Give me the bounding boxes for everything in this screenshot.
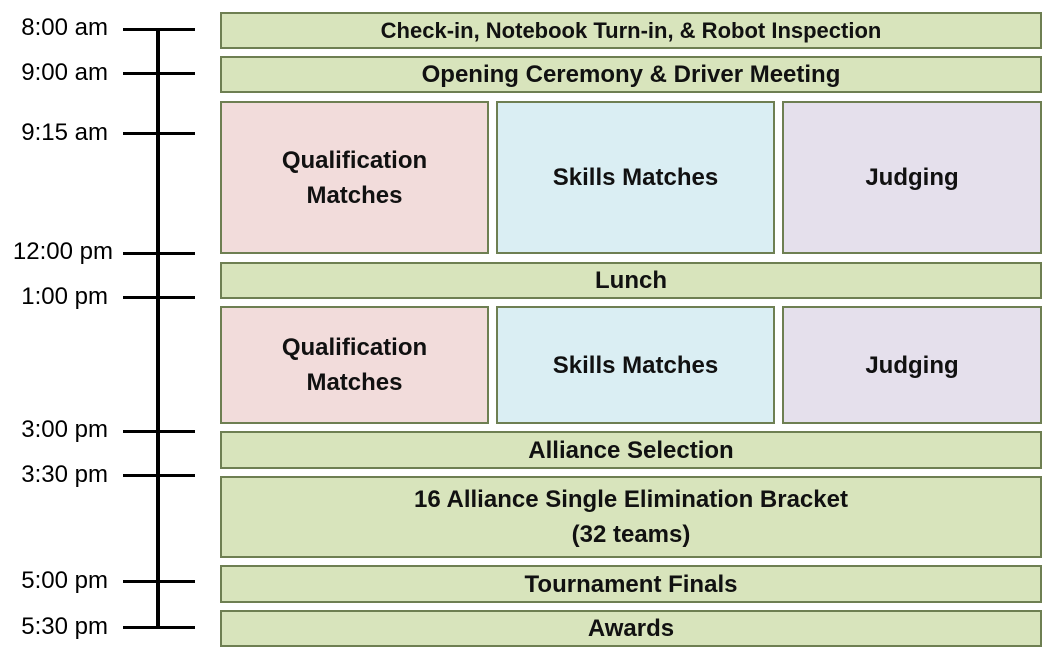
tick-1500 (123, 430, 195, 433)
block-judging-morning: Judging (782, 101, 1042, 254)
block-lunch: Lunch (220, 262, 1042, 299)
block-label: Judging (865, 351, 959, 379)
time-label: 12:00 pm (12, 238, 113, 265)
block-label: Skills Matches (552, 351, 719, 379)
block-skills-morning: Skills Matches (496, 101, 775, 254)
block-label: Qualification (281, 334, 428, 361)
time-label: 1:00 pm (21, 283, 108, 310)
block-skills-afternoon: Skills Matches (496, 306, 775, 424)
block-alliance-selection: Alliance Selection (220, 431, 1042, 469)
block-label: 16 Alliance Single Elimination Bracket (414, 486, 848, 513)
block-qualification-morning: Qualification Matches (220, 101, 489, 254)
time-label: 3:30 pm (21, 461, 108, 488)
tick-1200 (123, 252, 195, 255)
block-label: Qualification (281, 146, 428, 174)
block-tournament-finals: Tournament Finals (220, 565, 1042, 603)
block-label: Matches (306, 181, 403, 209)
time-label: 9:15 am (21, 119, 108, 146)
block-label: Judging (865, 164, 959, 191)
block-label: Alliance Selection (528, 436, 734, 464)
tick-0800 (123, 28, 195, 31)
block-label: Check-in, Notebook Turn-in, & Robot Insp… (380, 18, 882, 43)
tick-1730 (123, 626, 195, 629)
tick-1300 (123, 296, 195, 299)
time-label: 9:00 am (21, 59, 108, 86)
block-qualification-afternoon: Qualification Matches (220, 306, 489, 424)
block-elimination-bracket: 16 Alliance Single Elimination Bracket (… (220, 476, 1042, 558)
block-opening-ceremony: Opening Ceremony & Driver Meeting (220, 56, 1042, 93)
block-checkin: Check-in, Notebook Turn-in, & Robot Insp… (220, 12, 1042, 49)
block-awards: Awards (220, 610, 1042, 647)
block-label: Skills Matches (552, 164, 719, 191)
tick-0900 (123, 72, 195, 75)
time-label: 3:00 pm (21, 416, 108, 443)
block-label: Matches (306, 369, 403, 396)
block-label: (32 teams) (571, 521, 691, 548)
time-label: 5:00 pm (21, 567, 108, 594)
block-label: Lunch (595, 267, 667, 294)
block-label: Awards (587, 615, 675, 642)
timeline-axis (156, 29, 160, 629)
tick-1700 (123, 580, 195, 583)
time-label: 8:00 am (21, 14, 108, 41)
time-label: 5:30 pm (21, 613, 108, 640)
block-judging-afternoon: Judging (782, 306, 1042, 424)
block-label: Opening Ceremony & Driver Meeting (421, 61, 841, 88)
block-label: Tournament Finals (524, 570, 738, 598)
tick-0915 (123, 132, 195, 135)
tick-1530 (123, 474, 195, 477)
